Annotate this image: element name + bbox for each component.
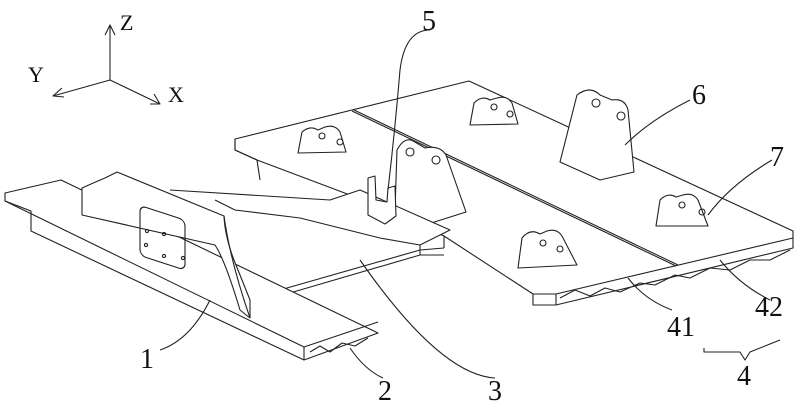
label-3: 3 [488,376,502,407]
label-42: 42 [755,292,783,323]
axis-x-label: X [168,82,184,107]
leader-lines [159,29,781,379]
coordinate-axes: Z Y X [28,10,184,107]
label-4: 4 [737,361,751,392]
label-1: 1 [140,344,154,375]
support-bracket [394,139,467,226]
axis-y-label: Y [28,62,44,87]
floor-plate-4 [234,80,794,306]
label-41: 41 [667,312,695,343]
support-6 [559,89,635,181]
label-5: 5 [422,6,436,37]
label-2: 2 [378,376,392,407]
beam-1 [4,171,379,361]
axis-z-label: Z [120,10,133,35]
lug-brackets-7 [297,96,709,269]
hanger-5 [367,175,397,225]
label-6: 6 [692,80,706,111]
label-7: 7 [770,142,784,173]
